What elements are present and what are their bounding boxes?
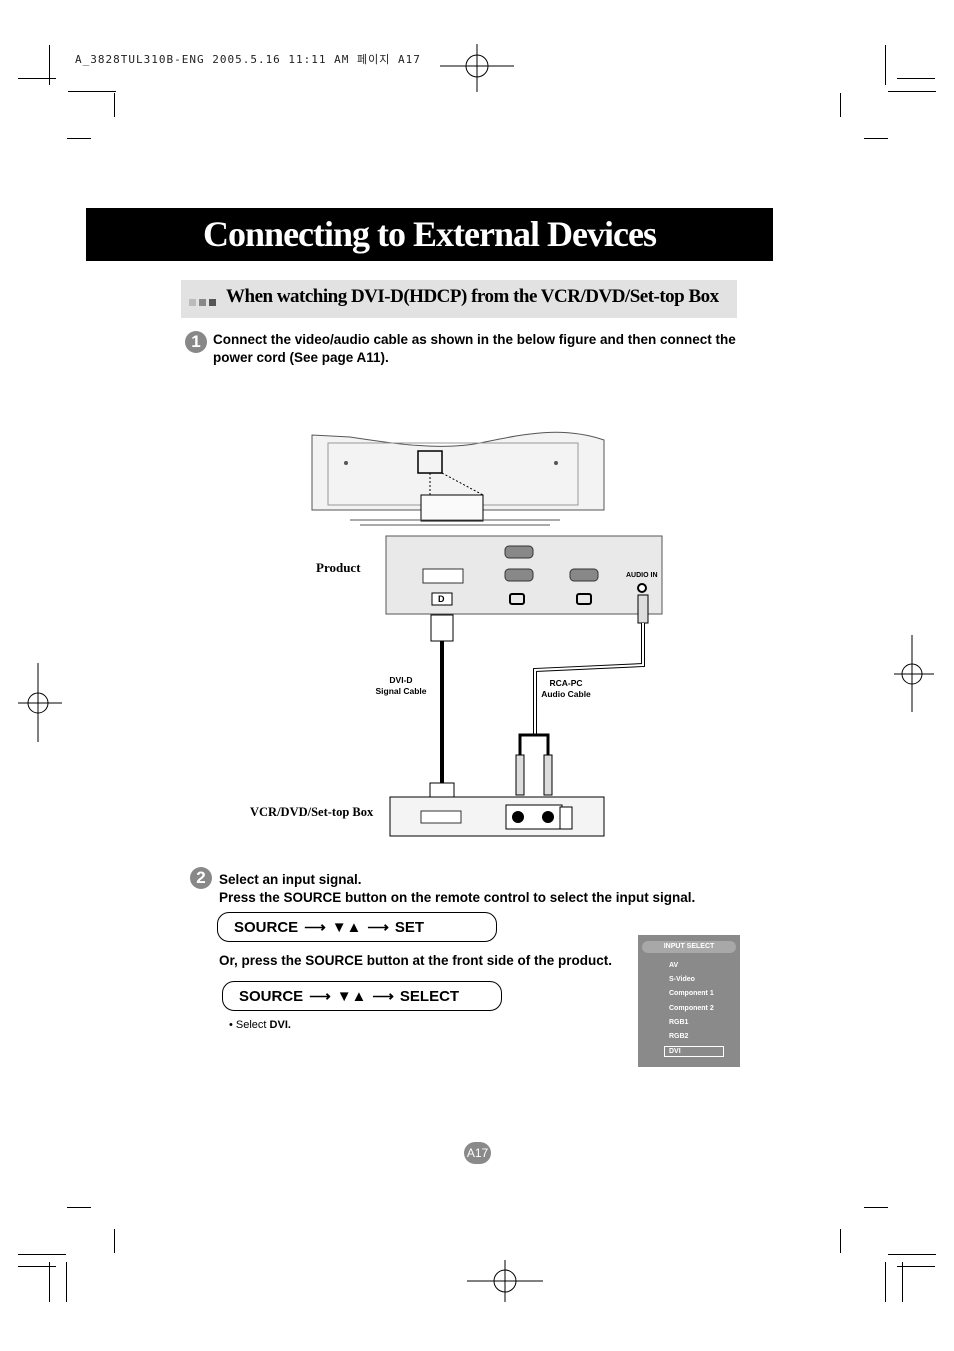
dvi-cable-label-line-2: Signal Cable (375, 686, 427, 696)
step-2-line-1: Select an input signal. (219, 872, 362, 887)
select-note: • Select DVI. (229, 1019, 291, 1031)
menu-item-component-1: Component 1 (669, 990, 714, 997)
select-note-prefix: • Select (229, 1019, 270, 1031)
page-number: A17 (464, 1142, 491, 1164)
menu-item-av: AV (669, 962, 679, 969)
menu-item-component-2: Component 2 (669, 1005, 714, 1012)
menu-item-dvi: DVI (669, 1048, 681, 1055)
arrow-right-icon: ⟶ (309, 988, 331, 1005)
source-label: SOURCE (234, 919, 299, 936)
dvi-cable-label-line-1: DVI-D (389, 675, 413, 685)
menu-item-s-video: S-Video (669, 976, 695, 983)
step-2-text: Select an input signal. Press the SOURCE… (219, 871, 739, 907)
step-1-line-2: power cord (See page A11). (213, 350, 389, 365)
set-label: SET (394, 919, 425, 936)
print-header: A_3828TUL310B-ENG 2005.5.16 11:11 AM 페이지… (75, 53, 421, 66)
input-select-menu: INPUT SELECT AV S-Video Component 1 Comp… (638, 935, 740, 1067)
menu-item-rgb1: RGB1 (669, 1019, 689, 1026)
arrow-right-icon: ⟶ (372, 988, 394, 1005)
arrow-right-icon: ⟶ (304, 919, 326, 936)
rca-cable-label: RCA-PC Audio Cable (531, 678, 601, 700)
connection-illustration (311, 431, 663, 837)
select-note-value: DVI. (269, 1019, 291, 1031)
section-title: When watching DVI-D(HDCP) from the VCR/D… (226, 286, 719, 307)
step-1-line-1: Connect the video/audio cable as shown i… (213, 332, 736, 347)
step-1-text: Connect the video/audio cable as shown i… (213, 331, 773, 367)
rca-cable-label-line-2: Audio Cable (541, 689, 591, 699)
connection-diagram: Product AUDIO IN D DVI-D Signal Cable RC… (240, 425, 680, 845)
arrow-right-icon: ⟶ (367, 919, 389, 936)
source-label: SOURCE (239, 988, 304, 1005)
dvi-cable-label: DVI-D Signal Cable (366, 675, 436, 697)
select-label: SELECT (399, 988, 460, 1005)
menu-item-rgb2: RGB2 (669, 1033, 689, 1040)
step-2-line-2: Press the SOURCE button on the remote co… (219, 890, 696, 905)
page-title: Connecting to External Devices (86, 208, 773, 261)
up-down-arrows-icon: ▼▲ (331, 919, 362, 936)
section-bar (181, 280, 737, 318)
front-command-box: SOURCE ⟶ ▼▲ ⟶ SELECT (222, 981, 502, 1011)
menu-selection-highlight (664, 1046, 724, 1057)
vcr-label: VCR/DVD/Set-top Box (250, 805, 374, 819)
step-2-badge: 2 (190, 867, 212, 889)
front-button-text: Or, press the SOURCE button at the front… (219, 953, 613, 968)
dvi-port-label: D (438, 594, 445, 604)
step-1-badge: 1 (185, 331, 207, 353)
up-down-arrows-icon: ▼▲ (336, 988, 367, 1005)
audio-in-label: AUDIO IN (626, 572, 658, 579)
menu-header: INPUT SELECT (642, 941, 736, 953)
product-label: Product (316, 560, 361, 575)
rca-cable-label-line-1: RCA-PC (549, 678, 583, 688)
section-bullet-icon (189, 293, 219, 311)
remote-command-box: SOURCE ⟶ ▼▲ ⟶ SET (217, 912, 497, 942)
